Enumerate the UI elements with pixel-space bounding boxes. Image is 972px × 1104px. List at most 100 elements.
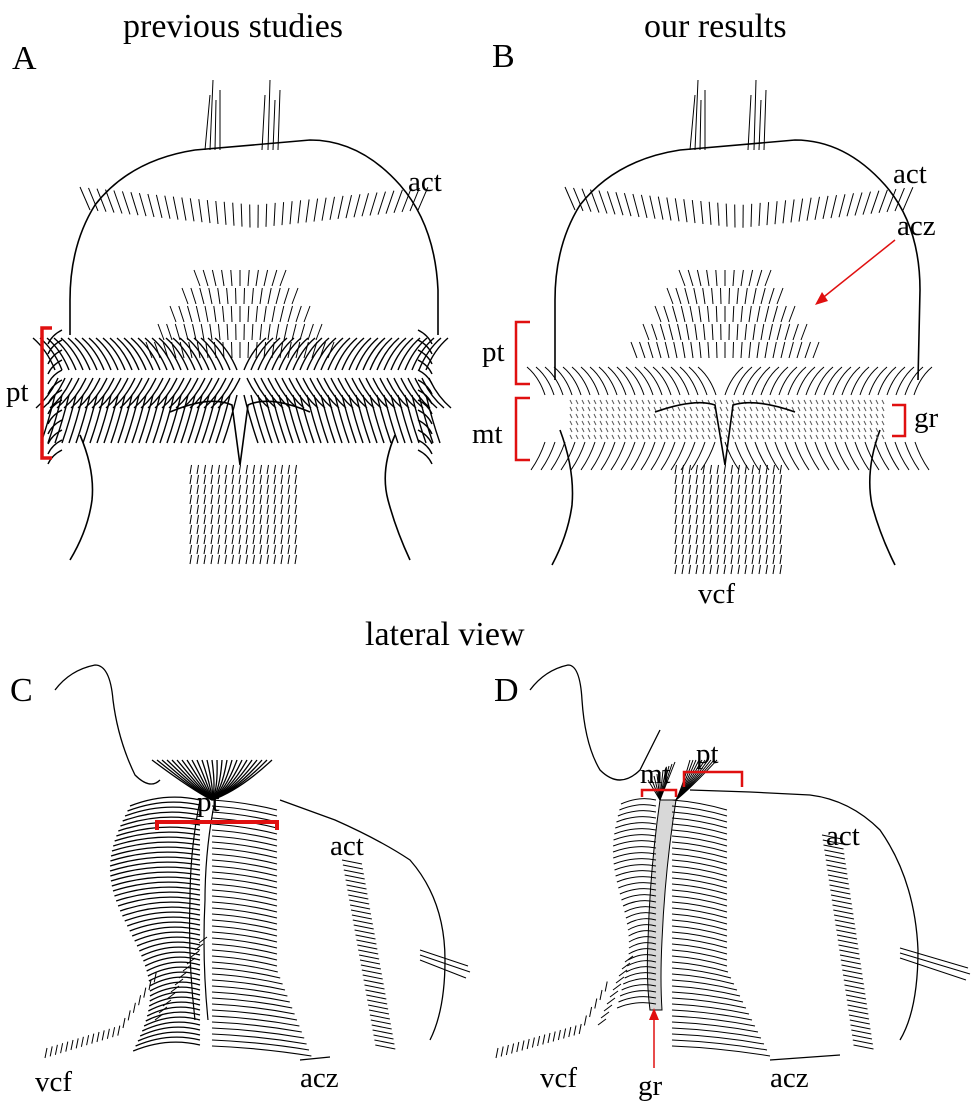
seta (745, 515, 747, 524)
seta (780, 485, 782, 494)
seta (239, 495, 241, 504)
seta (348, 895, 368, 899)
gr-mark (732, 421, 734, 425)
gr-mark (654, 421, 656, 425)
seta (212, 1016, 299, 1026)
gr-mark (882, 428, 884, 432)
seta (689, 465, 691, 474)
seta (197, 515, 199, 524)
gr-mark (630, 400, 632, 404)
gr-mark (756, 435, 758, 439)
seta (346, 195, 352, 218)
seta (204, 525, 206, 534)
seta (672, 1016, 755, 1026)
gr-mark (582, 435, 584, 439)
gr-mark (786, 428, 788, 432)
seta (717, 475, 719, 484)
seta (114, 887, 200, 896)
panel-c-label-pt: pt (197, 788, 220, 817)
gr-mark (624, 428, 626, 432)
seta (672, 1022, 758, 1032)
seta (761, 324, 764, 340)
seta (773, 342, 776, 358)
seta (288, 475, 290, 484)
gr-mark (612, 414, 614, 418)
gr-mark (684, 407, 686, 411)
seta (130, 797, 200, 806)
seta (838, 940, 858, 944)
gr-mark (690, 414, 692, 418)
seta (274, 475, 276, 484)
seta (832, 900, 852, 904)
seta (745, 525, 747, 534)
seta (201, 324, 204, 340)
seta (225, 535, 227, 544)
seta (353, 920, 373, 924)
seta (274, 535, 276, 544)
seta (834, 915, 854, 919)
seta (766, 565, 768, 574)
seta (682, 475, 684, 484)
gr-mark (738, 407, 740, 411)
seta (354, 925, 374, 929)
seta (843, 975, 863, 979)
seta (712, 288, 713, 304)
seta (703, 475, 705, 484)
seta (831, 195, 837, 218)
seta (688, 270, 693, 286)
seta (696, 475, 698, 484)
seta (716, 270, 717, 286)
seta (256, 342, 257, 358)
seta (197, 465, 199, 474)
seta (274, 515, 276, 524)
gr-mark (750, 428, 752, 432)
seta (232, 535, 234, 544)
seta (842, 970, 862, 974)
gr-mark (828, 400, 830, 404)
seta (358, 950, 378, 954)
gr-mark (738, 435, 740, 439)
panel-b-label-mt: mt (472, 420, 503, 449)
gr-mark (792, 435, 794, 439)
seta (288, 525, 290, 534)
seta (225, 465, 227, 474)
seta (280, 306, 284, 322)
panel-b-acz-setae (631, 270, 819, 358)
seta (260, 324, 262, 340)
panel-letter-b: B (492, 40, 515, 74)
seta (211, 465, 213, 474)
seta (667, 198, 671, 221)
gr-mark (786, 414, 788, 418)
seta (773, 475, 775, 484)
panel-d-label-act: act (826, 822, 860, 851)
seta (190, 475, 192, 484)
panel-b-top-setae (690, 80, 766, 150)
seta (368, 1005, 388, 1009)
seta (83, 395, 97, 443)
seta (826, 860, 846, 864)
seta (738, 485, 740, 494)
gr-mark (882, 421, 884, 425)
seta (281, 485, 283, 494)
gr-mark (852, 400, 854, 404)
gr-mark (648, 435, 650, 439)
gr-mark (864, 435, 866, 439)
gr-mark (834, 400, 836, 404)
seta (759, 485, 761, 494)
seta (372, 1025, 392, 1029)
seta (851, 1025, 871, 1029)
gr-mark (630, 428, 632, 432)
seta (267, 545, 269, 554)
seta (267, 475, 269, 484)
seta (197, 495, 199, 504)
seta (675, 495, 677, 504)
seta (738, 555, 740, 564)
gr-mark (738, 421, 740, 425)
seta (605, 982, 607, 992)
seta (766, 545, 768, 554)
seta (696, 515, 698, 524)
seta (248, 270, 249, 286)
gr-mark (594, 421, 596, 425)
seta (710, 475, 712, 484)
gr-mark (732, 400, 734, 404)
